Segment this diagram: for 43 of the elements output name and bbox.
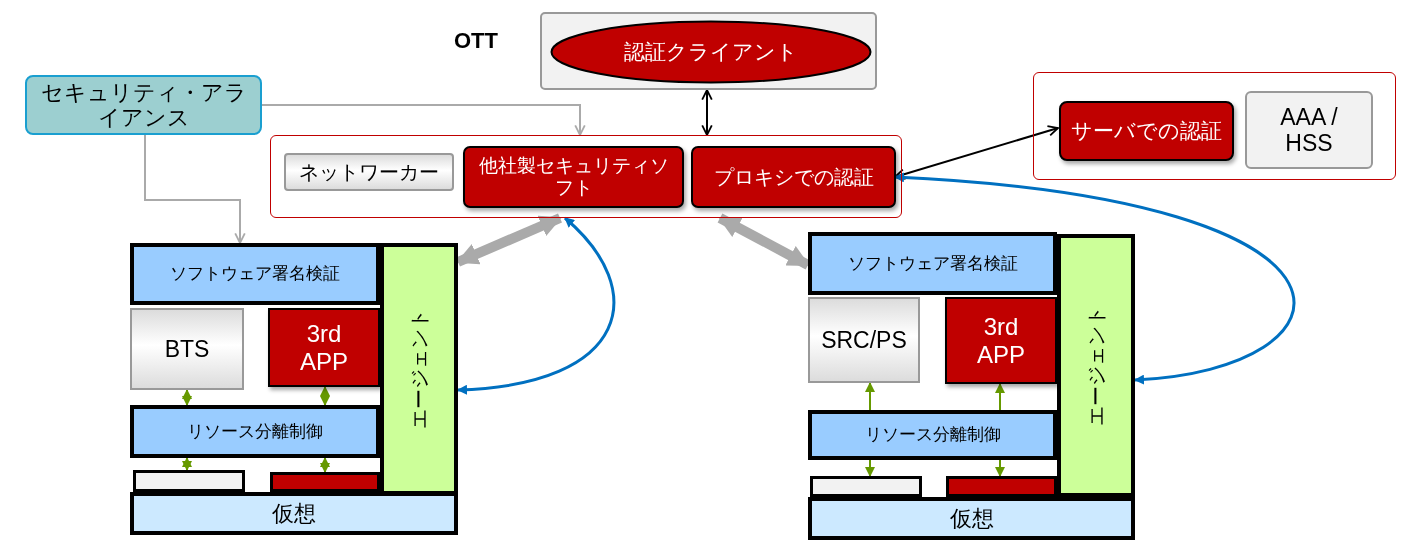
double-arrow: [182, 457, 192, 471]
arrow: [261, 104, 586, 136]
group-box: [1033, 72, 1396, 180]
bar: [133, 470, 245, 492]
module-box: SRC/PS: [808, 297, 920, 383]
arrow: [995, 383, 1005, 411]
vertical-label: エージェント: [1084, 305, 1108, 426]
double-arrow: [457, 216, 615, 395]
agent-column: [1057, 234, 1135, 497]
arrow: [144, 134, 246, 244]
arrow: [865, 382, 875, 411]
bar: [946, 476, 1057, 497]
ellipse-label: 認証クライアント: [624, 39, 798, 65]
double-arrow: [182, 389, 192, 406]
agent-column: [380, 243, 458, 495]
module-box: 3rd APP: [268, 308, 380, 387]
rounded-box: AAA / HSS: [1245, 91, 1373, 169]
group-box: [270, 135, 902, 218]
arrow: [995, 459, 1005, 477]
rounded-box: ネットワーカー: [284, 153, 454, 191]
rounded-box: プロキシでの認証: [691, 146, 896, 208]
module-box: BTS: [130, 308, 244, 390]
rounded-box: セキュリティ・アライアンス: [25, 75, 262, 135]
double-arrow: [320, 457, 330, 473]
layer-bar: 仮想: [808, 497, 1135, 540]
layer-bar: リソース分離制御: [808, 410, 1057, 460]
group-title: OTT: [454, 28, 498, 54]
rounded-box: サーバでの認証: [1059, 101, 1234, 161]
module-box: 3rd APP: [945, 297, 1057, 384]
layer-bar: ソフトウェア署名検証: [130, 243, 380, 305]
layer-bar: 仮想: [130, 492, 458, 535]
rounded-box: 他社製セキュリティソフト: [463, 146, 684, 208]
bar: [270, 472, 380, 492]
double-arrow: [894, 172, 1295, 384]
double-arrow: [320, 386, 330, 406]
double-arrow: [894, 125, 1059, 180]
double-arrow: [701, 89, 713, 136]
arrow: [865, 459, 875, 477]
bar: [810, 476, 922, 497]
vertical-label: エージェント: [407, 309, 431, 429]
layer-bar: ソフトウェア署名検証: [808, 232, 1057, 295]
ellipse-node: [550, 20, 872, 84]
layer-bar: リソース分離制御: [130, 405, 380, 458]
